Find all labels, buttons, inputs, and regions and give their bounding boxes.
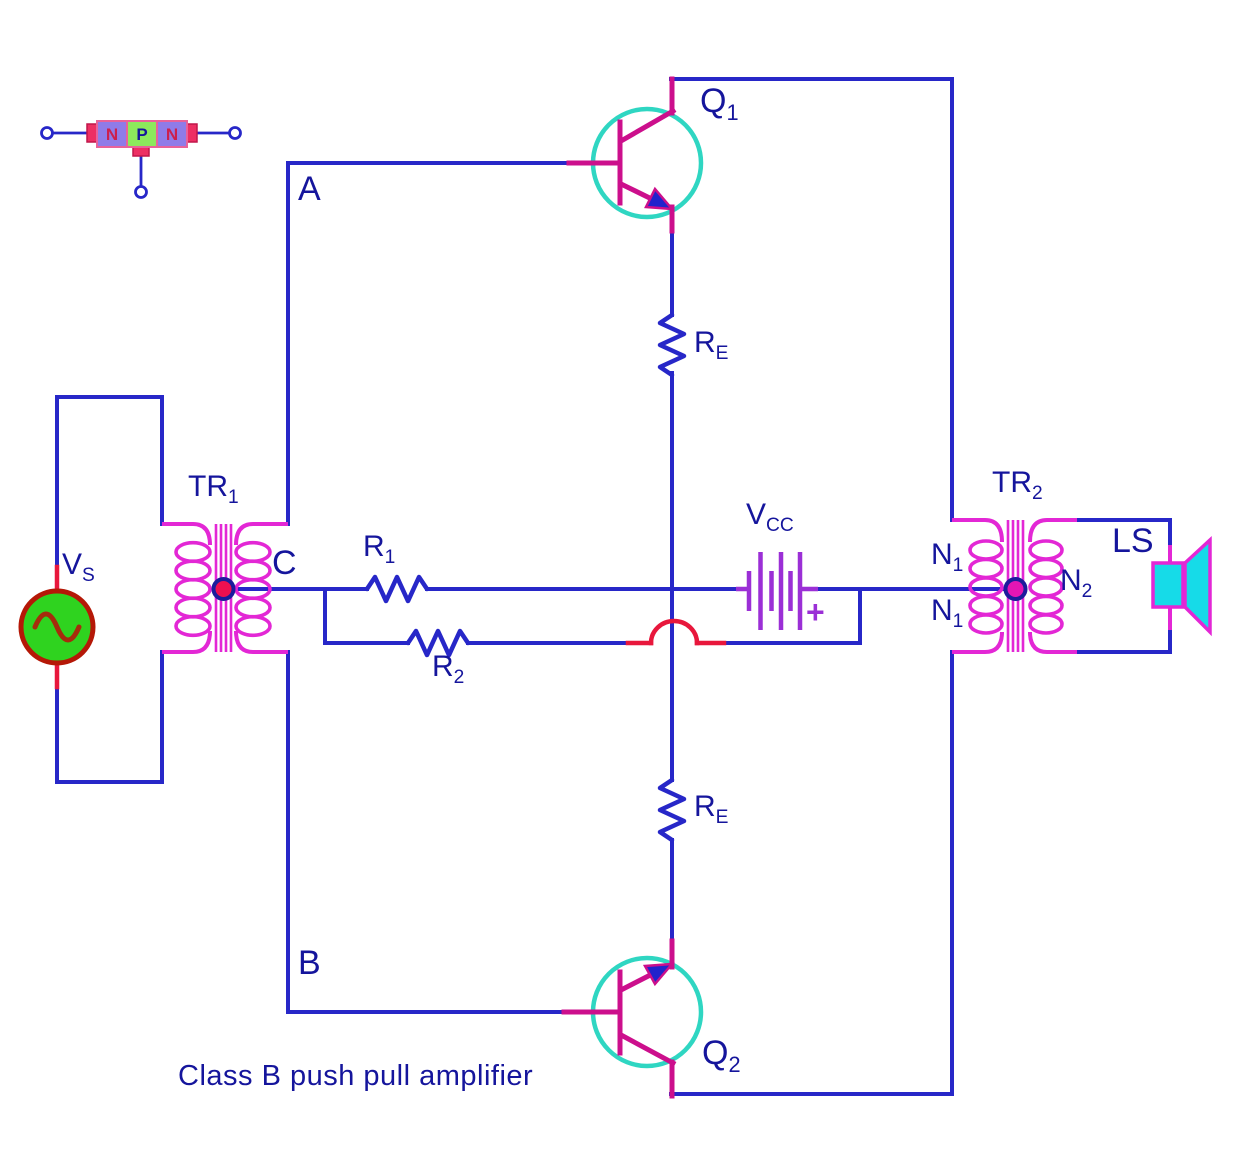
sine-wave-icon: [32, 611, 82, 643]
npn-contact-base: [132, 146, 150, 157]
resistor-RE-top: [657, 312, 687, 378]
speaker-body-icon: [1151, 561, 1185, 609]
q1-collector: [617, 107, 677, 145]
transformer-tr2: [952, 518, 1077, 654]
battery-vcc: [736, 552, 818, 630]
wire-speaker-bottom: [1075, 628, 1172, 654]
resistor-R1: [364, 574, 430, 604]
wire-speaker-top: [1075, 518, 1172, 547]
label-re-bottom: RE: [694, 790, 729, 828]
wire-source-top: [55, 395, 164, 570]
label-q2: Q2: [702, 1034, 741, 1077]
label-npn-p: P: [136, 125, 148, 144]
transformer-tr1: [162, 522, 288, 654]
label-npn-n-left: N: [105, 125, 119, 144]
resistors: [364, 312, 687, 843]
npn-leads: [40, 126, 242, 199]
q2-collector: [617, 1031, 677, 1067]
label-n2: N2: [1060, 564, 1093, 602]
wires-blue: [55, 77, 1172, 1096]
npn-region-p: [126, 120, 158, 148]
label-r2: R2: [432, 650, 465, 688]
wire-bottom-loop: [669, 650, 954, 1096]
npn-block-icon: [40, 120, 242, 199]
wire-source-bottom: [55, 650, 164, 784]
npn-contact-left: [86, 123, 98, 143]
npn-region-n-left: [96, 120, 128, 148]
tr2-secondary-bottom-lead: [1028, 631, 1077, 654]
tr1-centre-tap-dot: [211, 577, 236, 601]
label-a: A: [298, 170, 321, 208]
wire-A: [286, 161, 571, 526]
label-r1: R1: [363, 530, 396, 568]
speaker-cone-icon: [1183, 536, 1212, 637]
label-vs: VS: [62, 548, 95, 586]
q1-emitter-arrow-icon: [644, 186, 675, 211]
label-re-top: RE: [694, 326, 729, 364]
label-npn-n-right: N: [165, 125, 179, 144]
q2-emitter-arrow-icon: [642, 962, 675, 987]
resistor-R2: [405, 628, 471, 658]
wire-R2-left: [323, 587, 410, 645]
wire-top-loop: [669, 77, 954, 522]
tr1-secondary-bottom-lead: [234, 630, 288, 654]
label-n1-bottom: N1: [931, 594, 964, 632]
transistor-q1: [566, 76, 704, 234]
q2-symbol: [561, 938, 677, 1099]
tr1-primary-top-lead: [162, 522, 212, 546]
resistor-RE-bottom: [657, 777, 687, 843]
label-vcc: VCC: [746, 498, 794, 536]
tr2-windings: [968, 539, 1064, 635]
tr2-primary-bottom-lead: [952, 631, 1004, 654]
label-c: C: [272, 544, 297, 582]
tr2-centre-tap-dot: [1003, 577, 1028, 601]
loudspeaker: [1151, 536, 1212, 637]
diagram-title: Class B push pull amplifier: [178, 1060, 534, 1092]
red-segments: [54, 564, 727, 690]
battery-long-plates: [758, 552, 803, 630]
label-ls: LS: [1112, 522, 1154, 560]
wire-hop-arc: [648, 618, 700, 646]
label-b: B: [298, 944, 321, 982]
wire-B: [286, 650, 566, 1014]
label-battery-plus: +: [806, 594, 825, 630]
label-n1-top: N1: [931, 538, 964, 576]
signal-source-vs: [18, 588, 96, 666]
tr2-primary-top-lead: [952, 518, 1004, 543]
npn-region-n-right: [156, 120, 188, 148]
tr1-primary-bottom-lead: [162, 630, 212, 654]
label-q1: Q1: [700, 82, 739, 125]
tr1-secondary-top-lead: [234, 522, 288, 546]
battery-short-plates: [746, 571, 793, 611]
tr2-secondary-top-lead: [1028, 518, 1077, 543]
npn-contact-right: [186, 123, 198, 143]
label-tr1: TR1: [188, 470, 239, 508]
tr1-windings: [174, 540, 272, 638]
label-tr2: TR2: [992, 466, 1043, 504]
transistor-q2: [561, 938, 704, 1099]
